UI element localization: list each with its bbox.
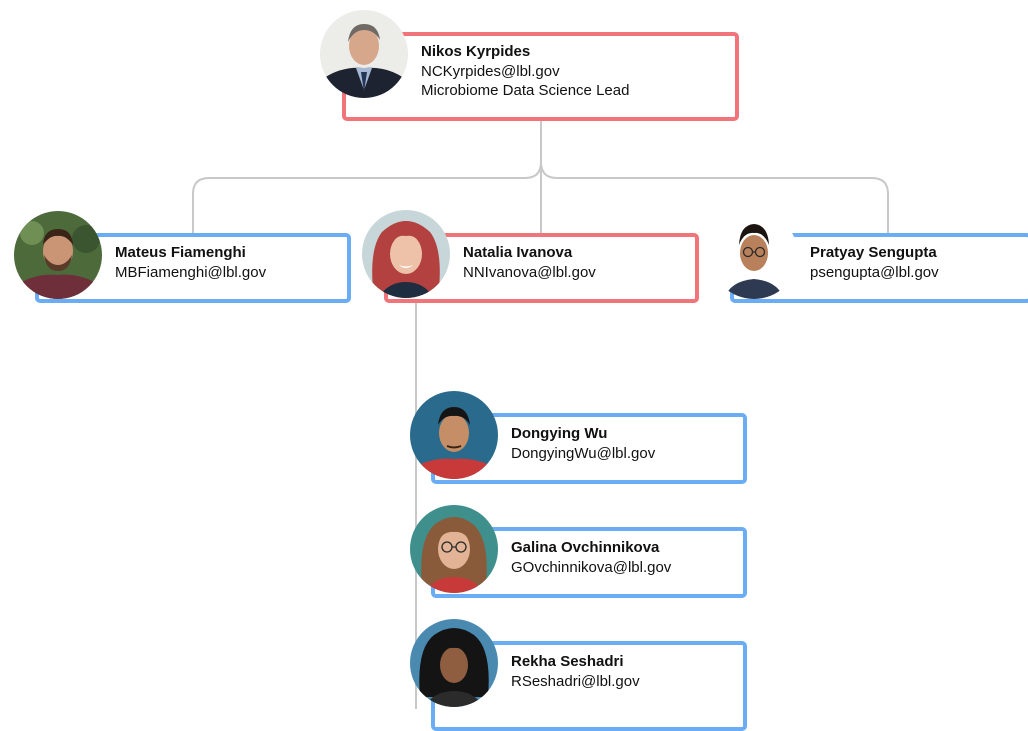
connector-to-mateus: [192, 161, 542, 234]
person-email[interactable]: RSeshadri@lbl.gov: [511, 672, 640, 690]
connector-to-pratyay: [540, 161, 889, 234]
person-name: Nikos Kyrpides: [421, 43, 531, 60]
photo-mateus-fiamenghi: [14, 211, 102, 299]
photo-nikos-kyrpides: [320, 10, 408, 98]
node-text-pratyay-sengupta: Pratyay Sengupta psengupta@lbl.gov: [810, 243, 939, 282]
person-title: Microbiome Data Science Lead: [421, 82, 630, 99]
person-name: Pratyay Sengupta: [810, 244, 937, 261]
photo-dongying-wu: [410, 391, 498, 479]
node-text-mateus-fiamenghi: Mateus Fiamenghi MBFiamenghi@lbl.gov: [115, 243, 266, 282]
person-email[interactable]: GOvchinnikova@lbl.gov: [511, 558, 672, 576]
node-card-nikos-kyrpides[interactable]: [342, 32, 739, 121]
photo-natalia-ivanova: [362, 210, 450, 298]
person-email[interactable]: MBFiamenghi@lbl.gov: [115, 263, 267, 281]
person-name: Dongying Wu: [511, 425, 608, 442]
person-name: Rekha Seshadri: [511, 653, 624, 670]
photo-pratyay-sengupta: [710, 211, 798, 299]
person-email[interactable]: NNIvanova@lbl.gov: [463, 263, 596, 281]
node-text-rekha-seshadri: Rekha Seshadri RSeshadri@lbl.gov: [511, 652, 640, 691]
node-text-galina-ovchinnikova: Galina Ovchinnikova GOvchinnikova@lbl.go…: [511, 538, 671, 577]
person-email[interactable]: DongyingWu@lbl.gov: [511, 444, 656, 462]
node-text-nikos-kyrpides: Nikos Kyrpides NCKyrpides@lbl.gov Microb…: [421, 42, 629, 101]
person-email[interactable]: NCKyrpides@lbl.gov: [421, 62, 560, 80]
person-name: Mateus Fiamenghi: [115, 244, 246, 261]
photo-rekha-seshadri: [410, 619, 498, 707]
node-text-dongying-wu: Dongying Wu DongyingWu@lbl.gov: [511, 424, 655, 463]
node-text-natalia-ivanova: Natalia Ivanova NNIvanova@lbl.gov: [463, 243, 596, 282]
photo-galina-ovchinnikova: [410, 505, 498, 593]
person-name: Natalia Ivanova: [463, 244, 573, 261]
person-email[interactable]: psengupta@lbl.gov: [810, 263, 939, 281]
person-name: Galina Ovchinnikova: [511, 539, 660, 556]
